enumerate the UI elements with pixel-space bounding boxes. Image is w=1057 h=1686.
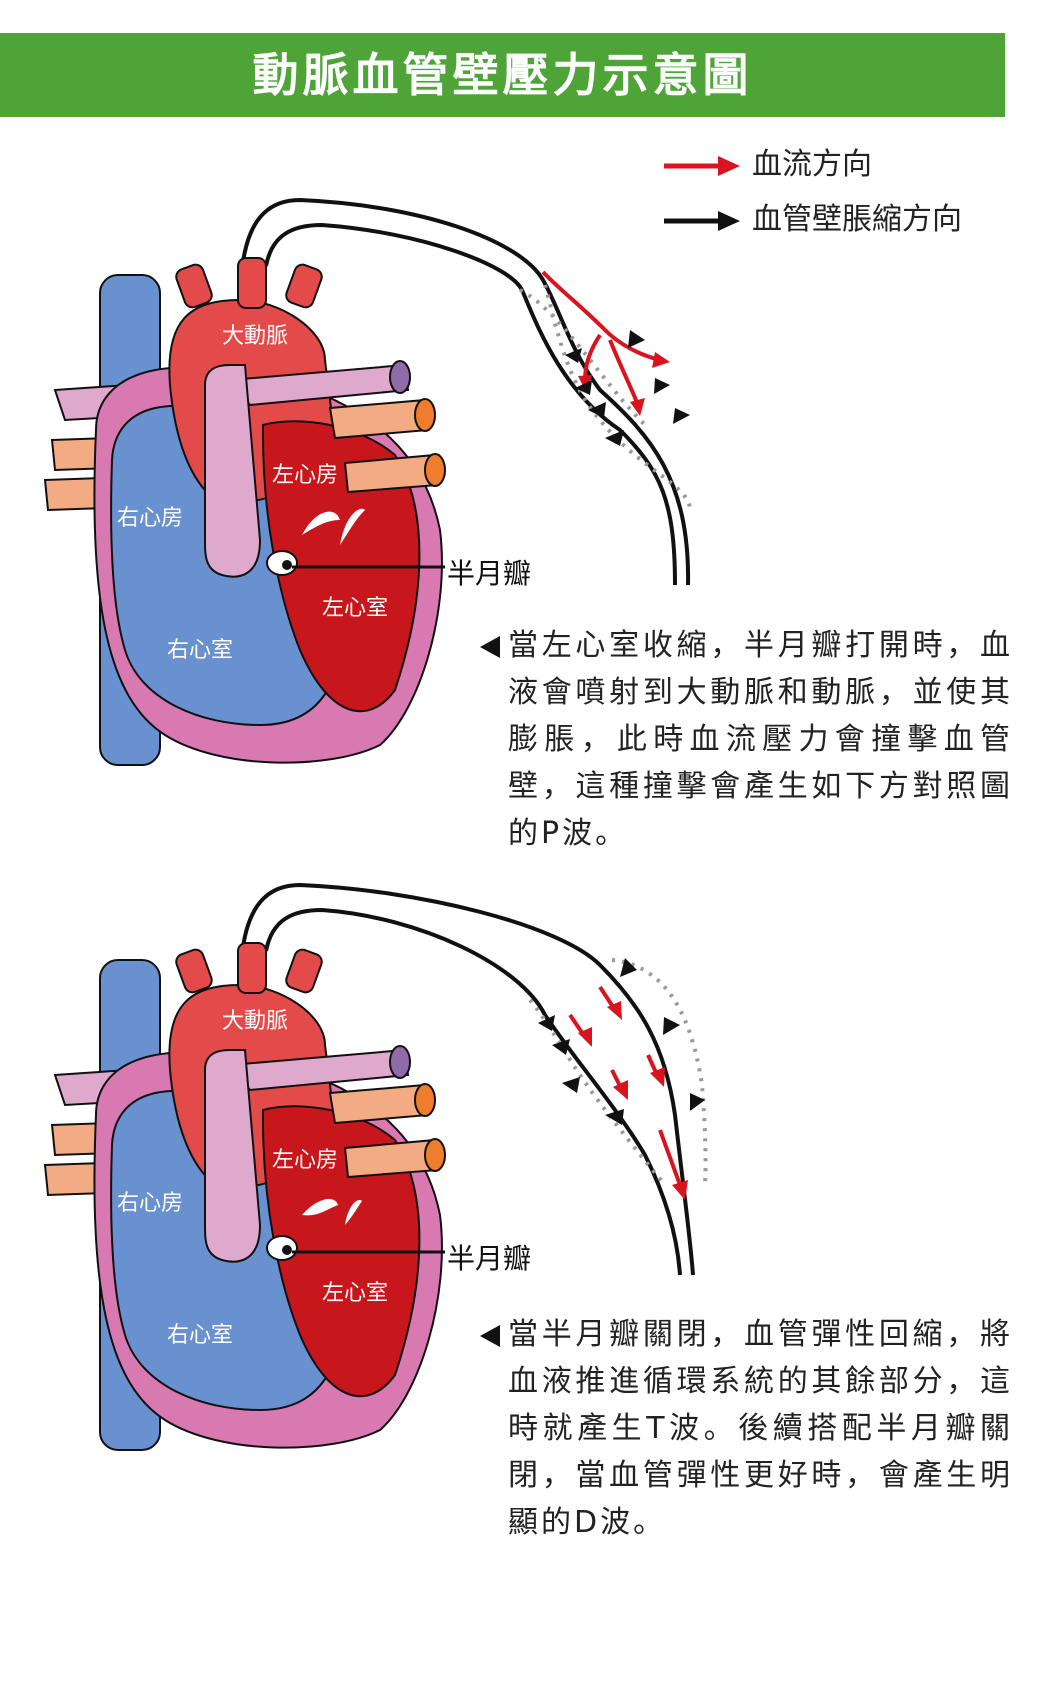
panel-systole: 大動脈 右心房 左心房 左心室 右心室 半月瓣 當左心室收縮，半月瓣打開時，血液…: [0, 180, 1057, 880]
right-atrium-label: 右心房: [117, 1191, 183, 1216]
aorta-label: 大動脈: [222, 324, 288, 349]
description: 當左心室收縮，半月瓣打開時，血液會噴射到大動脈和動脈，並使其膨脹，此時血流壓力會…: [480, 622, 1013, 857]
panel-diastole: 大動脈 右心房 左心房 左心室 右心室 半月瓣 當半月瓣關閉，血管彈性回縮，將血…: [0, 865, 1057, 1565]
left-atrium-label: 左心房: [272, 1148, 338, 1173]
pointer-triangle-icon: [480, 636, 500, 658]
wall-direction-arrows: [538, 958, 705, 1125]
legend-label: 血管壁脹縮方向: [752, 202, 962, 237]
pointer-triangle-icon: [480, 1325, 500, 1347]
description: 當半月瓣關閉，血管彈性回縮，將血液推進循環系統的其餘部分，這時就產生T波。後續搭…: [480, 1311, 1013, 1546]
left-atrium-label: 左心房: [272, 463, 338, 488]
right-ventricle-label: 右心室: [167, 638, 233, 663]
left-ventricle-label: 左心室: [322, 596, 388, 621]
heart-artery-diagram: 大動脈 右心房 左心房 左心室 右心室 半月瓣: [43, 197, 692, 766]
heart: [43, 257, 446, 766]
description-text: 當半月瓣關閉，血管彈性回縮，將血液推進循環系統的其餘部分，這時就產生T波。後續搭…: [508, 1317, 1013, 1540]
right-ventricle-label: 右心室: [167, 1323, 233, 1348]
right-atrium-label: 右心房: [117, 506, 183, 531]
valve-label: 半月瓣: [447, 1242, 531, 1275]
red-arrow-icon: [664, 156, 740, 176]
left-ventricle-label: 左心室: [322, 1281, 388, 1306]
title-banner: 動脈血管壁壓力示意圖: [0, 33, 1005, 117]
wall-direction-arrows: [565, 330, 690, 446]
heart: [43, 942, 446, 1451]
valve-label: 半月瓣: [447, 557, 531, 590]
description-text: 當左心室收縮，半月瓣打開時，血液會噴射到大動脈和動脈，並使其膨脹，此時血流壓力會…: [508, 628, 1013, 851]
black-arrow-icon: [664, 211, 740, 231]
heart-artery-diagram: 大動脈 右心房 左心房 左心室 右心室 半月瓣: [43, 882, 708, 1451]
legend-label: 血流方向: [752, 147, 872, 182]
page-title: 動脈血管壁壓力示意圖: [252, 48, 753, 102]
aorta-label: 大動脈: [222, 1009, 288, 1034]
